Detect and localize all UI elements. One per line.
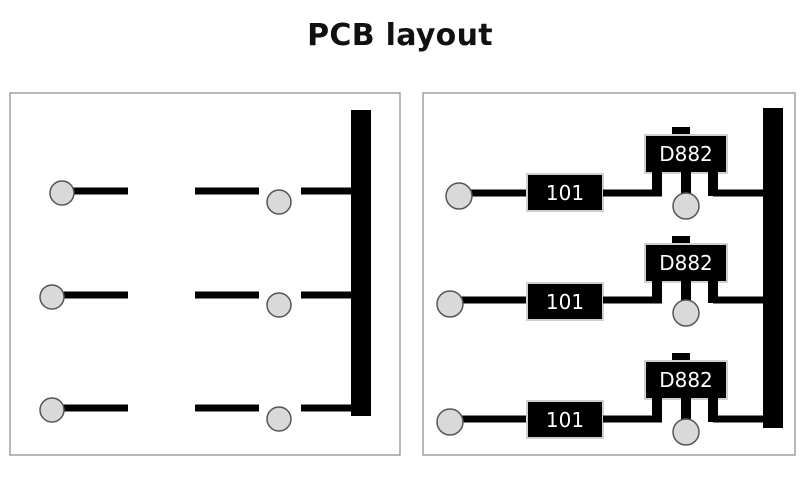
transistor-tab xyxy=(672,236,690,246)
diagram-title: PCB layout xyxy=(307,18,493,53)
resistor-label: 101 xyxy=(546,408,584,432)
resistor-101 xyxy=(526,173,604,212)
right-row: 101 D882 xyxy=(445,127,765,220)
left-row xyxy=(39,284,353,318)
transistor-pin-center xyxy=(681,281,691,303)
transistor-label: D882 xyxy=(659,368,713,392)
left-bus-bar xyxy=(351,110,371,416)
left-output-pad xyxy=(266,189,292,215)
left-output-pad xyxy=(266,292,292,318)
transistor-pin-left xyxy=(652,281,662,303)
right-row: 101 D882 xyxy=(436,236,765,327)
right-input-pad xyxy=(445,182,473,210)
left-output-pad xyxy=(266,406,292,432)
transistor-pin-right xyxy=(708,172,718,196)
resistor-label: 101 xyxy=(546,181,584,205)
left-input-pad xyxy=(39,284,65,310)
transistor-pin-left xyxy=(652,172,662,196)
transistor-pad xyxy=(672,299,700,327)
transistor-pin-left xyxy=(652,398,662,422)
right-panel-border xyxy=(422,92,796,456)
left-input-pad xyxy=(49,180,75,206)
transistor-d882 xyxy=(644,360,728,400)
transistor-d882 xyxy=(644,243,728,283)
left-row xyxy=(49,180,353,215)
left-row xyxy=(39,397,353,432)
transistor-label: D882 xyxy=(659,251,713,275)
transistor-tab xyxy=(672,127,690,137)
left-panel xyxy=(9,92,401,456)
transistor-pin-right xyxy=(708,398,718,422)
left-panel-border xyxy=(9,92,401,456)
right-panel: 101 D882 101 D882 xyxy=(422,92,796,456)
transistor-pad xyxy=(672,192,700,220)
transistor-label: D882 xyxy=(659,142,713,166)
right-row: 101 D882 xyxy=(436,353,765,446)
resistor-label: 101 xyxy=(546,290,584,314)
transistor-pad xyxy=(672,418,700,446)
right-input-pad xyxy=(436,408,464,436)
transistor-pin-center xyxy=(681,172,691,194)
transistor-pin-right xyxy=(708,281,718,303)
left-input-pad xyxy=(39,397,65,423)
resistor-101 xyxy=(526,282,604,321)
right-input-pad xyxy=(436,290,464,318)
right-bus-bar xyxy=(763,108,783,428)
transistor-tab xyxy=(672,353,690,363)
transistor-pin-center xyxy=(681,398,691,420)
